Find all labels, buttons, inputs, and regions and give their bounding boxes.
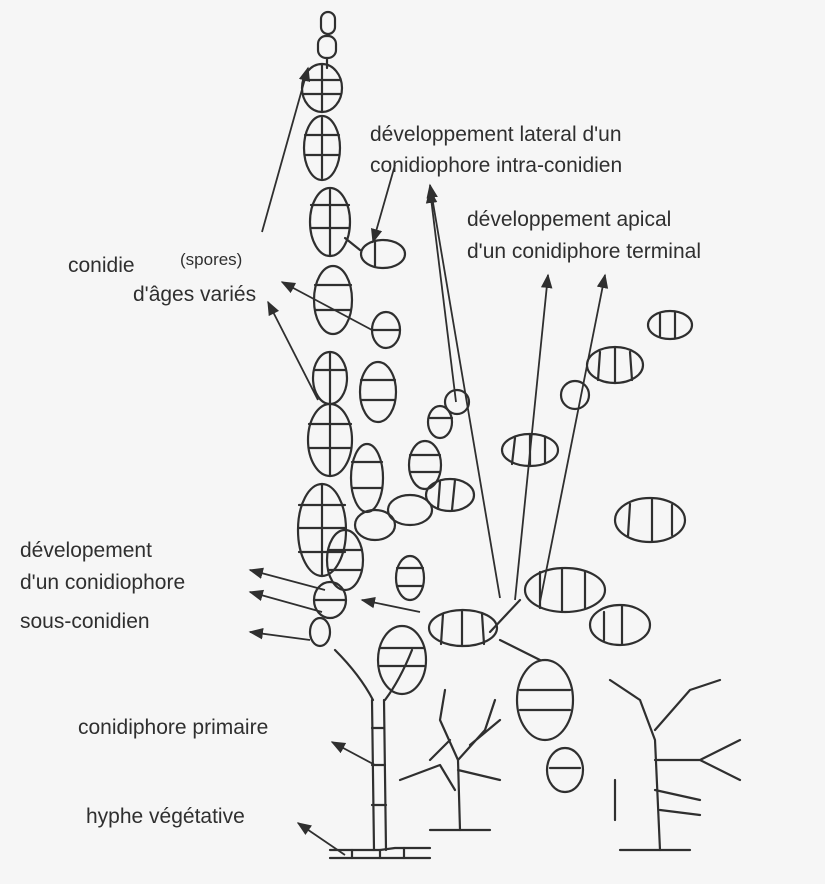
- intra-conidial-branch: [409, 390, 469, 489]
- arrow-devel-2: [250, 592, 322, 612]
- arrow-devel-4: [362, 600, 420, 612]
- label-hyphe: hyphe végétative: [86, 805, 245, 828]
- label-devel-line3: sous-conidien: [20, 610, 150, 633]
- arrow-apical-1: [515, 275, 548, 600]
- arrow-lateral-small: [430, 190, 456, 402]
- label-primaire: conidiphore primaire: [78, 716, 268, 739]
- arrow-devel-3: [250, 632, 310, 640]
- habitus-sketch-left: [400, 690, 500, 830]
- side-spore-upper: [345, 238, 405, 268]
- arrow-hyphe: [298, 823, 345, 855]
- label-apical-line1: développement apical: [467, 208, 671, 231]
- vegetative-hypha: [330, 848, 430, 858]
- label-apical-line2: d'un conidiphore terminal: [467, 240, 701, 263]
- label-lateral-line1: développement lateral d'un: [370, 123, 622, 146]
- habitus-sketch-right: [610, 680, 740, 850]
- arrow-primaire: [332, 742, 375, 765]
- label-devel-line2: d'un conidiophore: [20, 571, 185, 594]
- arrow-to-top-spore: [262, 68, 308, 232]
- arrow-conidie-2: [268, 302, 318, 400]
- label-ages: d'âges variés: [133, 283, 256, 306]
- lateral-chain: [355, 311, 692, 540]
- arrow-conidie-1: [282, 282, 372, 330]
- label-lateral-line2: conidiophore intra-conidien: [370, 154, 622, 177]
- label-devel-line1: dévelopement: [20, 539, 152, 562]
- label-spores: (spores): [180, 251, 242, 270]
- lower-right-cluster: [378, 498, 685, 792]
- leader-arrows: [250, 68, 605, 855]
- label-conidie: conidie: [68, 254, 135, 277]
